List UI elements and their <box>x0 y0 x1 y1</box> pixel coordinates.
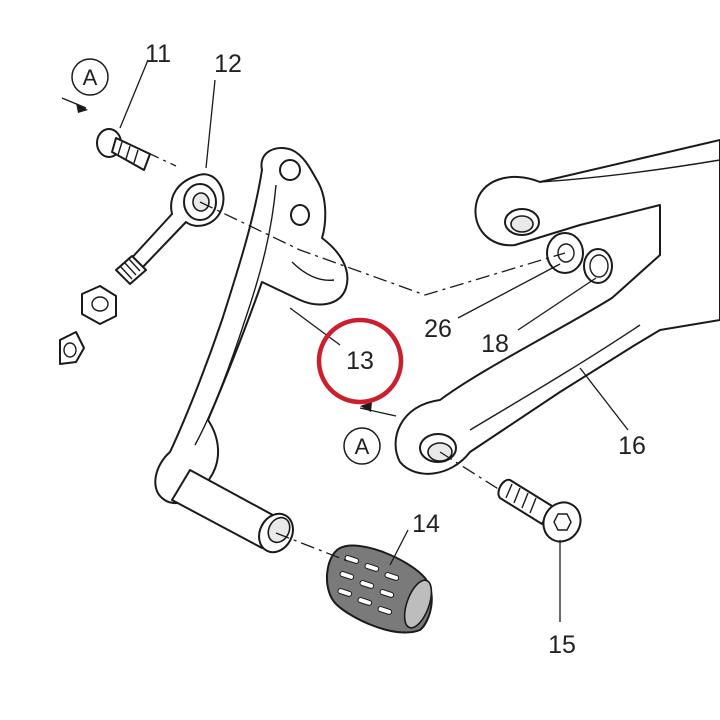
marker-a-top-label: A <box>83 65 98 90</box>
arrow-lower-a <box>360 402 372 412</box>
callout-16: 16 <box>618 432 646 460</box>
pivot-bolt-15 <box>497 478 582 543</box>
washer-18 <box>583 248 613 284</box>
callout-26: 26 <box>424 315 452 343</box>
leader-lines <box>61 59 629 622</box>
callout-14: 14 <box>412 510 440 538</box>
gear-peg-shaft <box>171 469 294 554</box>
callout-15: 15 <box>548 631 576 659</box>
callout-13: 13 <box>346 347 374 375</box>
bolt-11 <box>96 128 151 171</box>
gear-lever-13 <box>154 147 349 505</box>
callout-labels: 11 12 13 14 15 16 18 26 <box>145 40 646 659</box>
marker-a-top: A <box>71 58 109 96</box>
arrow-top-a <box>76 103 88 113</box>
highlight-circle <box>316 317 404 405</box>
lock-nut <box>81 285 117 325</box>
footrest-bracket-16 <box>394 139 720 475</box>
rod-end-bolt <box>59 331 85 365</box>
callout-12: 12 <box>214 50 242 78</box>
callout-11: 11 <box>145 40 171 68</box>
callout-18: 18 <box>481 330 509 358</box>
center-lines <box>145 151 566 563</box>
marker-a-lower: A <box>343 427 381 465</box>
marker-a-lower-label: A <box>355 434 370 459</box>
linkage-rod-12 <box>115 173 225 285</box>
rubber-pad-14 <box>325 544 433 634</box>
